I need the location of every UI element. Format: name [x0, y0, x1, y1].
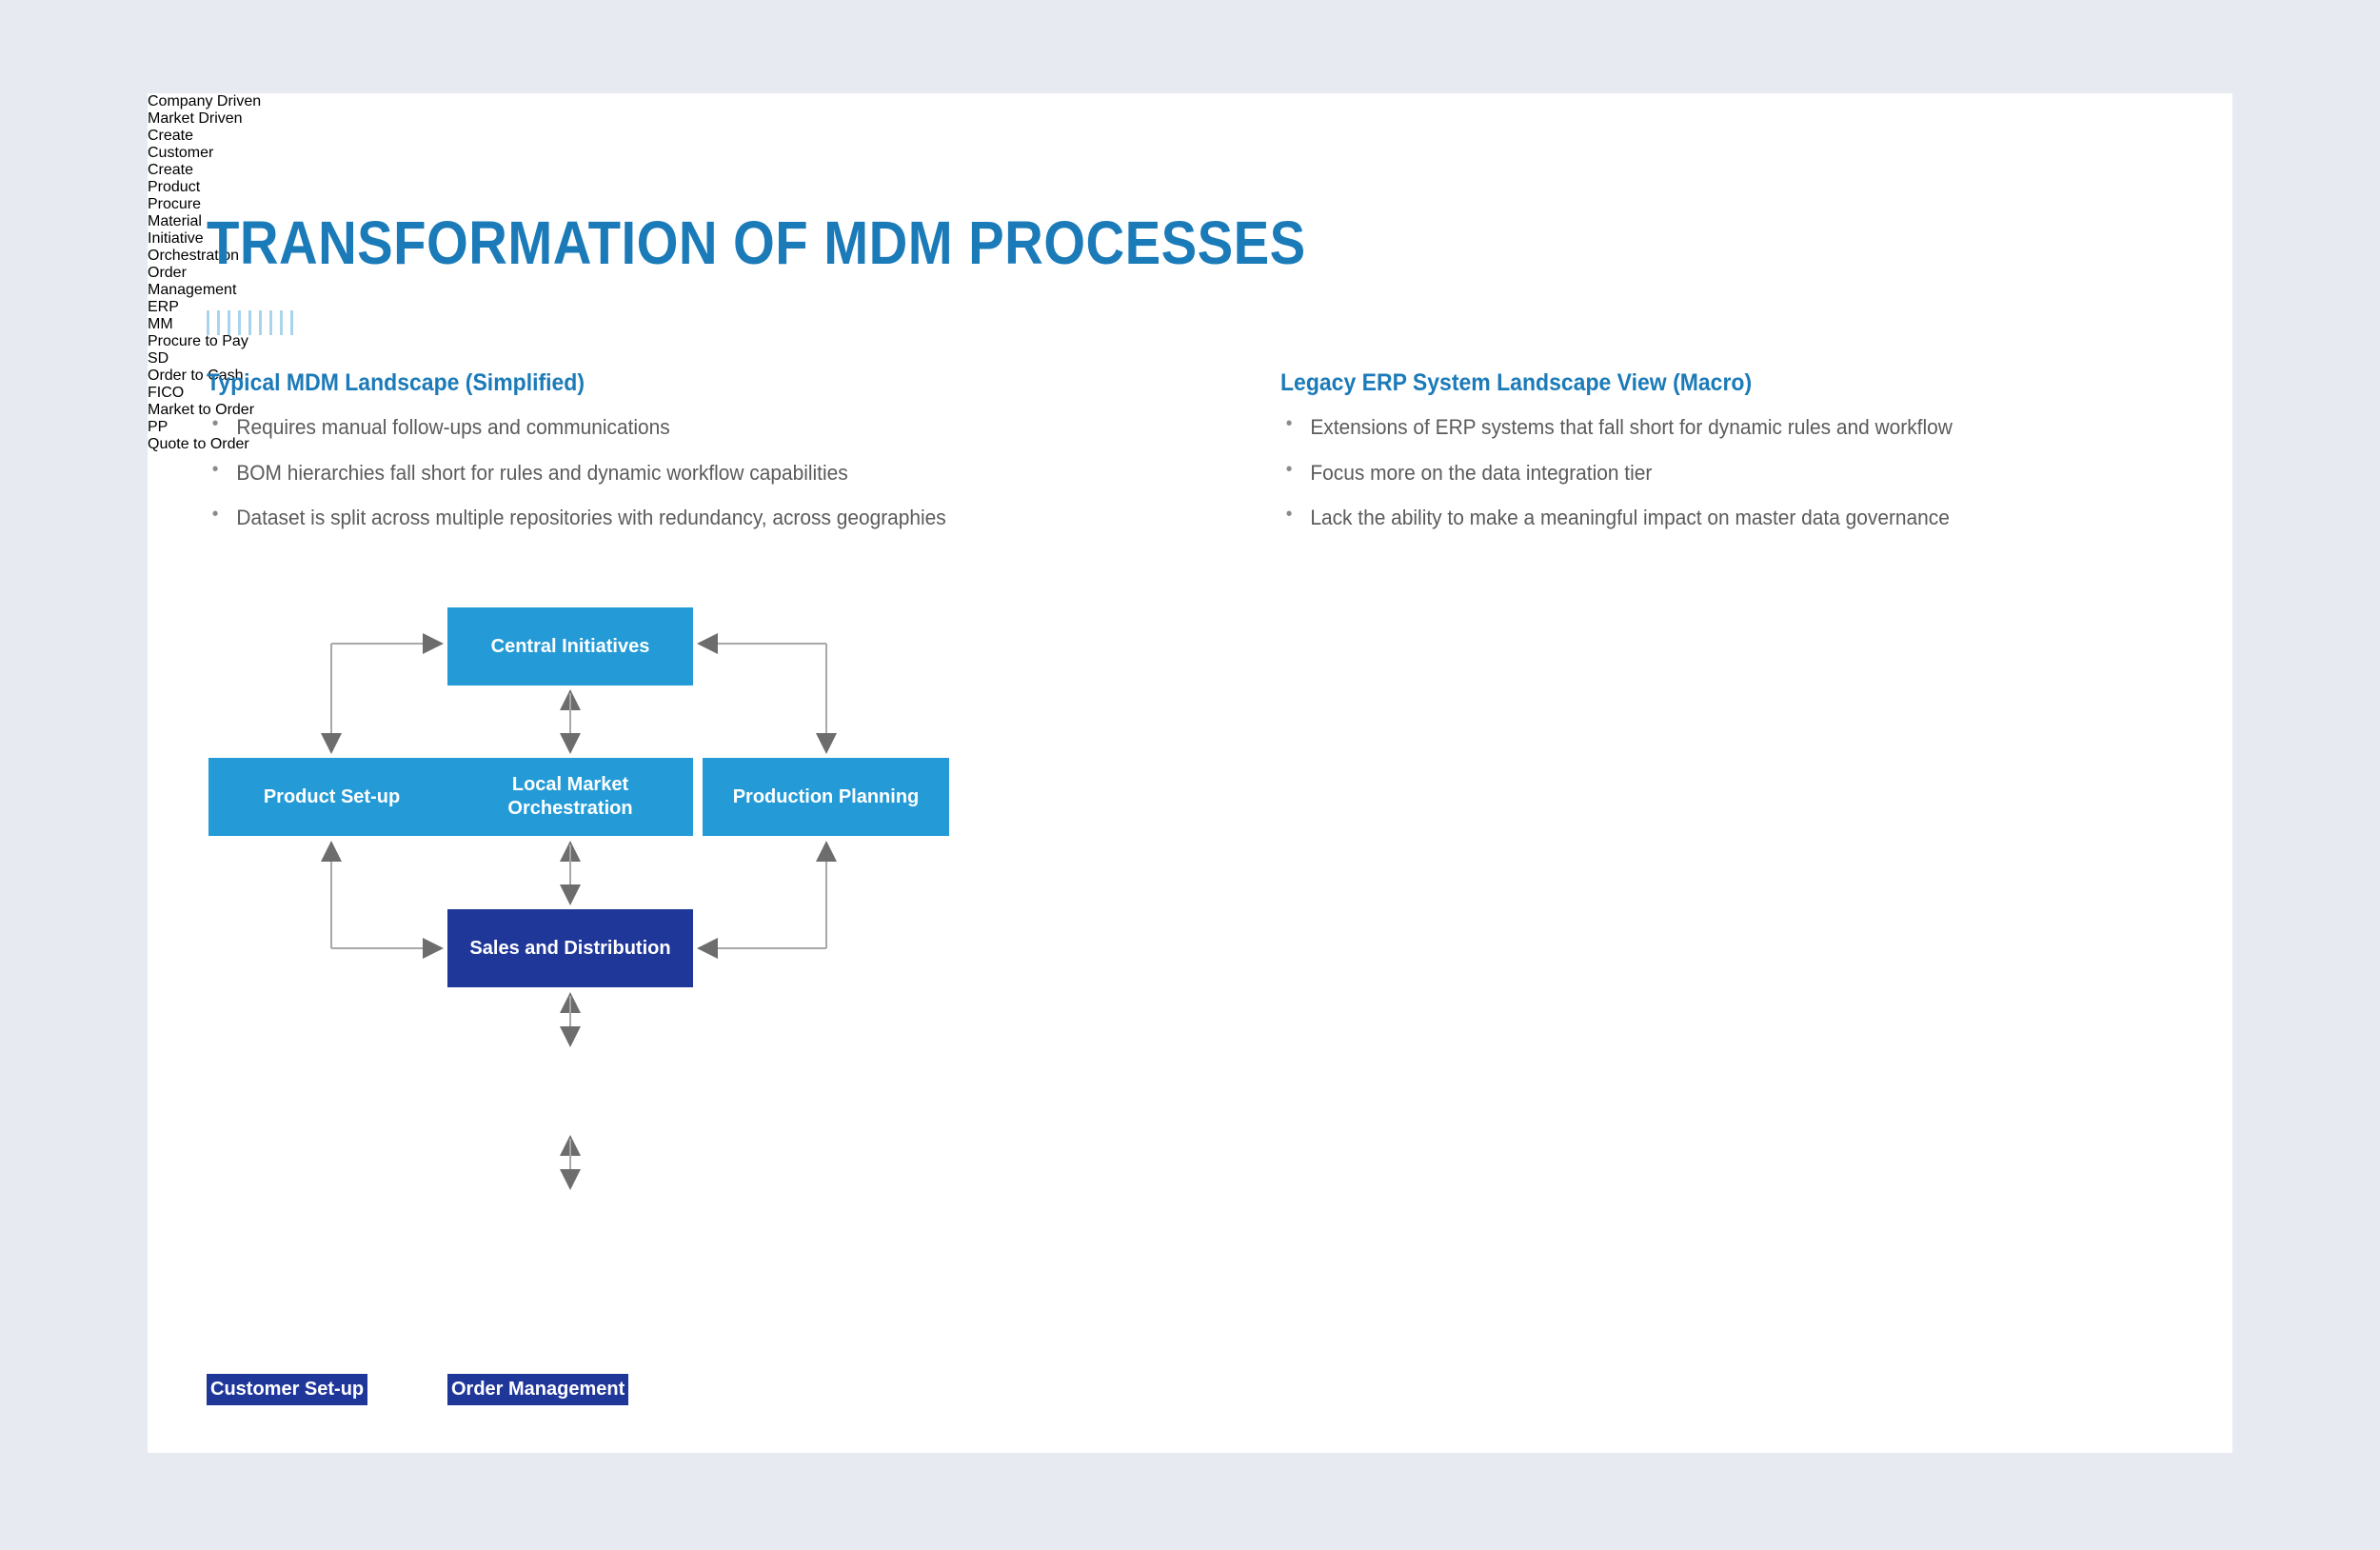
- tick-mark: [228, 310, 230, 335]
- erp-column-title-line2: Management: [148, 282, 237, 298]
- erp-panel-title: ERP: [148, 299, 179, 315]
- legend-item-market-driven: Market Driven: [148, 110, 2232, 128]
- erp-column-create-product: Create Product: [148, 162, 2232, 196]
- diagram-legend: Company Driven Market Driven: [148, 93, 2232, 128]
- node-product-setup[interactable]: Product Set-up: [208, 758, 455, 836]
- tick-mark: [217, 310, 220, 335]
- legend-label: Market Driven: [148, 110, 243, 127]
- erp-module-code: FICO: [148, 385, 185, 401]
- erp-column-title-line2: Product: [148, 179, 201, 195]
- tick-mark: [248, 310, 251, 335]
- tick-mark: [238, 310, 241, 335]
- erp-column-title-line1: Order: [148, 265, 187, 281]
- erp-column-title: Order Management: [148, 265, 2232, 299]
- node-sales-and-distribution[interactable]: Sales and Distribution: [447, 909, 693, 987]
- list-item: Lack the ability to make a meaningful im…: [1280, 503, 2140, 531]
- erp-column-initiative-orchestration: Initiative Orchestration: [148, 230, 2232, 265]
- erp-module-caption: Order to Cash: [148, 368, 244, 384]
- erp-column-title-line1: Procure: [148, 196, 202, 212]
- erp-module-sd[interactable]: SD Order to Cash: [148, 350, 2232, 385]
- node-customer-setup[interactable]: Customer Set-up: [207, 1374, 368, 1405]
- right-column: Legacy ERP System Landscape View (Macro)…: [1280, 369, 2185, 550]
- page-title: TRANSFORMATION OF MDM PROCESSES: [207, 209, 1306, 277]
- erp-module-mm[interactable]: MM Procure to Pay: [148, 316, 2232, 350]
- erp-column-title-line2: Orchestration: [148, 248, 240, 264]
- erp-column-title-line1: Create: [148, 162, 194, 178]
- left-column-heading: Typical MDM Landscape (Simplified): [207, 369, 585, 396]
- flow-connectors: [321, 633, 837, 1190]
- list-item: Dataset is split across multiple reposit…: [207, 503, 1165, 531]
- erp-module-code: MM: [148, 316, 173, 332]
- erp-column-title-line1: Create: [148, 128, 194, 144]
- node-central-initiatives[interactable]: Central Initiatives: [447, 607, 693, 686]
- tick-mark: [269, 310, 272, 335]
- tick-mark: [290, 310, 293, 335]
- list-item: BOM hierarchies fall short for rules and…: [207, 458, 1165, 487]
- erp-column-order-management: Order Management: [148, 265, 2232, 299]
- list-item: Focus more on the data integration tier: [1280, 458, 2140, 487]
- legend-item-company-driven: Company Driven: [148, 93, 2232, 110]
- erp-column-procure-material: Procure Material: [148, 196, 2232, 230]
- list-item: Extensions of ERP systems that fall shor…: [1280, 412, 2140, 441]
- erp-column-title: Initiative Orchestration: [148, 230, 2232, 265]
- tick-mark: [207, 310, 209, 335]
- erp-column-title: Create Product: [148, 162, 2232, 196]
- mdm-flow-diagram: Central Initiatives Product Set-up Local…: [207, 607, 1159, 1405]
- left-column: Typical MDM Landscape (Simplified) Requi…: [207, 369, 1216, 550]
- erp-module-code: SD: [148, 350, 169, 367]
- tick-mark: [280, 310, 283, 335]
- node-order-management[interactable]: Order Management: [447, 1374, 629, 1405]
- right-bullet-list: Extensions of ERP systems that fall shor…: [1280, 412, 2185, 531]
- erp-column-title: Create Customer: [148, 128, 2232, 162]
- erp-column-title-line1: Initiative: [148, 230, 204, 247]
- right-column-heading: Legacy ERP System Landscape View (Macro): [1280, 369, 1753, 396]
- erp-column-title: Procure Material: [148, 196, 2232, 230]
- legend-label: Company Driven: [148, 93, 262, 109]
- list-item: Requires manual follow-ups and communica…: [207, 412, 1165, 441]
- node-local-market-orchestration[interactable]: Local Market Orchestration: [447, 758, 693, 836]
- node-production-planning[interactable]: Production Planning: [703, 758, 949, 836]
- erp-module-code: PP: [148, 419, 169, 435]
- erp-column-title-line2: Material: [148, 213, 202, 229]
- slide-card: TRANSFORMATION OF MDM PROCESSES Typical …: [148, 93, 2232, 1453]
- title-tick-decoration: [207, 310, 293, 335]
- erp-column-create-customer: Create Customer: [148, 128, 2232, 162]
- erp-column-title-line2: Customer: [148, 145, 214, 161]
- left-bullet-list: Requires manual follow-ups and communica…: [207, 412, 1216, 531]
- tick-mark: [259, 310, 262, 335]
- erp-module-caption: Procure to Pay: [148, 333, 248, 349]
